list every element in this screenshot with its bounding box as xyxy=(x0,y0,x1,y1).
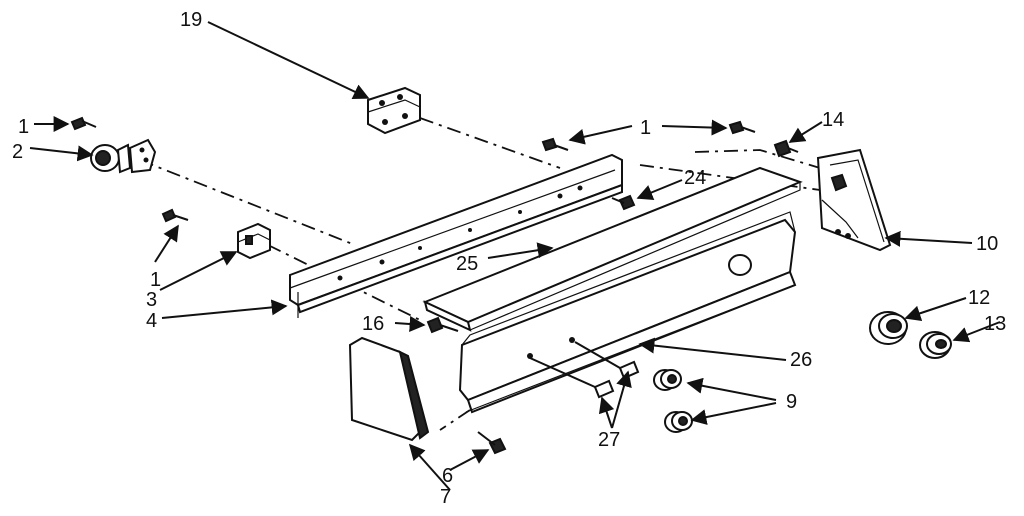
label-14: 14 xyxy=(822,109,844,131)
screw-part-24 xyxy=(611,194,636,211)
knob-part-12 xyxy=(869,311,908,345)
label-6: 6 xyxy=(442,465,453,487)
part-labels: 19 1 2 1 14 24 10 1 3 4 25 12 13 16 26 9… xyxy=(12,9,1006,508)
leader-lines xyxy=(29,21,1001,491)
screw-part-6 xyxy=(477,431,507,455)
end-cap-part-10 xyxy=(816,148,892,252)
label-16: 16 xyxy=(362,313,384,335)
label-10: 10 xyxy=(976,233,998,255)
bracket-part-3 xyxy=(237,222,271,260)
bracket-part-19 xyxy=(367,86,421,135)
label-1-top-left: 1 xyxy=(18,116,29,138)
knob-part-9-lower xyxy=(664,411,693,433)
console-part-26 xyxy=(458,211,797,414)
label-4: 4 xyxy=(146,310,157,332)
label-1-top-center: 1 xyxy=(640,117,651,139)
label-27: 27 xyxy=(598,429,620,451)
label-9: 9 xyxy=(786,391,797,413)
screw-part-16 xyxy=(426,316,459,334)
switch-part-2 xyxy=(90,138,157,174)
label-24: 24 xyxy=(684,167,706,189)
label-13: 13 xyxy=(984,313,1006,335)
panel-part-25 xyxy=(422,166,803,332)
screw-part-1-top-right xyxy=(728,120,756,135)
label-12: 12 xyxy=(968,287,990,309)
label-7: 7 xyxy=(440,486,451,508)
end-cap-part-7 xyxy=(348,336,430,442)
label-25: 25 xyxy=(456,253,478,275)
label-1-left: 1 xyxy=(150,269,161,291)
label-3: 3 xyxy=(146,289,157,311)
shafts-part-27 xyxy=(529,341,640,399)
screw-part-1-mid xyxy=(161,208,189,223)
knob-part-9-upper xyxy=(653,369,682,391)
clip-part-14 xyxy=(773,139,799,158)
rail-part-4 xyxy=(289,153,623,318)
knob-part-13 xyxy=(919,331,952,359)
screw-part-1-top-center xyxy=(541,137,569,152)
screw-part-1-left xyxy=(70,116,97,131)
label-26: 26 xyxy=(790,349,812,371)
label-19: 19 xyxy=(180,9,202,31)
label-2: 2 xyxy=(12,141,23,163)
